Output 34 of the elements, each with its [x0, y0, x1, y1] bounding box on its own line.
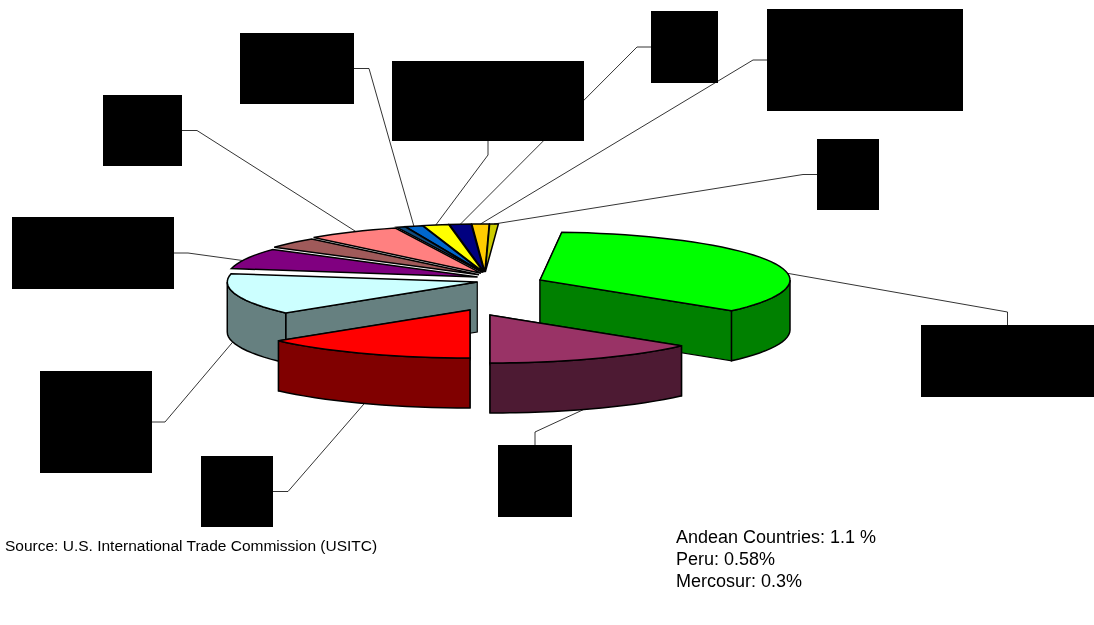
- callout-box: [498, 445, 572, 517]
- callout-box: [240, 33, 354, 104]
- pie-slice: [448, 223, 485, 273]
- pie-slice: [312, 227, 482, 274]
- pie-slice: [489, 314, 683, 414]
- leader-line: [272, 403, 365, 492]
- pie-slice: [484, 223, 500, 273]
- callout-box: [40, 371, 152, 473]
- note-text: Peru: 0.58%: [676, 548, 777, 570]
- leader-line: [534, 409, 585, 446]
- leader-line: [787, 272, 1008, 326]
- callout-box: [921, 325, 1094, 397]
- leader-line: [181, 130, 357, 232]
- pie-slice: [538, 231, 791, 362]
- callout-box: [392, 61, 584, 141]
- leader-line: [353, 68, 415, 227]
- note-text: Andean Countries: 1.1 %: [676, 526, 878, 548]
- leader-line: [173, 252, 244, 261]
- callout-box: [12, 217, 174, 289]
- leader-line: [493, 174, 818, 225]
- pie-slice: [229, 248, 479, 278]
- note-text: Mercosur: 0.3%: [676, 570, 804, 592]
- callout-box: [817, 139, 879, 210]
- leader-line: [480, 59, 768, 225]
- callout-box: [201, 456, 273, 527]
- pie-slice: [277, 309, 471, 409]
- leader-line: [151, 341, 234, 423]
- source-note: Source: U.S. International Trade Commission (USITC): [5, 536, 379, 556]
- callout-box: [767, 9, 963, 111]
- pie-slice: [273, 238, 480, 276]
- leader-line: [435, 140, 489, 226]
- callout-box: [651, 11, 718, 83]
- pie-slice: [420, 223, 485, 273]
- callout-box: [103, 95, 182, 166]
